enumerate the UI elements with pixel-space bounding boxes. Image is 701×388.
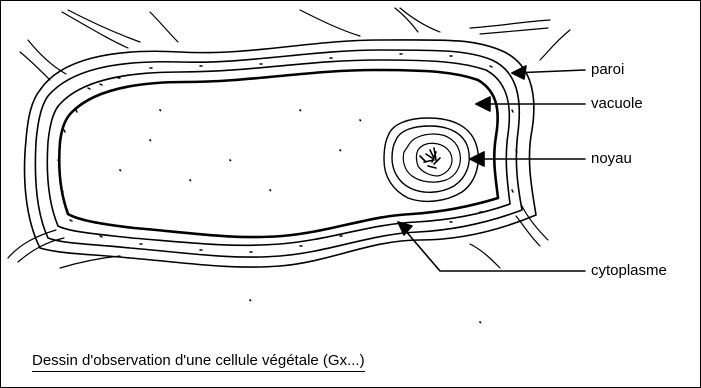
label-noyau: noyau [591,150,632,168]
label-cytoplasme: cytoplasme [591,262,667,280]
cytoplasm-stipple [58,54,517,252]
nucleus-noyau [384,118,478,201]
figure-caption: Dessin d'observation d'une cellule végét… [32,352,365,372]
label-paroi: paroi [591,61,624,79]
label-vacuole: vacuole [591,95,643,113]
vacuole-dots [120,110,481,323]
